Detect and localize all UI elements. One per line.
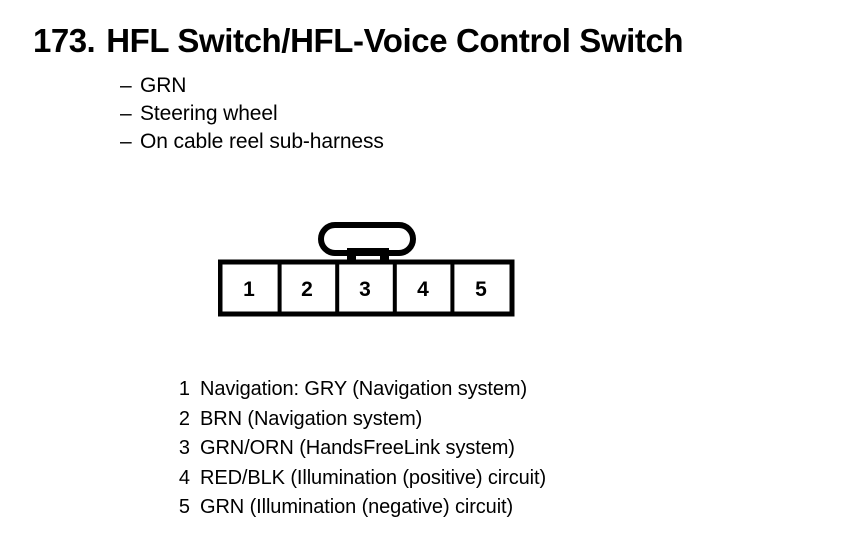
page-title: 173. HFL Switch/HFL-Voice Control Switch bbox=[33, 21, 684, 61]
cavity-label-5: 5 bbox=[475, 278, 487, 301]
cavity-label-3: 3 bbox=[359, 278, 371, 301]
subtitle-item: – GRN bbox=[120, 72, 384, 100]
subtitle-item: – Steering wheel bbox=[120, 100, 384, 128]
cavity-label-1: 1 bbox=[243, 278, 255, 301]
cavity-divider bbox=[392, 264, 397, 312]
pin-description: Navigation: GRY (Navigation system) bbox=[200, 378, 528, 400]
pin-description: GRN (Illumination (negative) circuit) bbox=[200, 496, 514, 518]
tab-stem-bridge bbox=[347, 248, 389, 254]
pin-legend-row: 2 BRN (Navigation system) bbox=[166, 405, 546, 435]
connector-housing bbox=[218, 259, 515, 317]
cavity-divider bbox=[335, 264, 340, 312]
subtitle-label: GRN bbox=[140, 74, 187, 97]
dash-icon: – bbox=[120, 130, 132, 153]
pin-legend-row: 5 GRN (Illumination (negative) circuit) bbox=[166, 493, 546, 523]
pin-number: 5 bbox=[178, 496, 190, 518]
tab-stem-right bbox=[380, 248, 389, 265]
page-title-text: HFL Switch/HFL-Voice Control Switch bbox=[106, 22, 684, 59]
dash-icon: – bbox=[120, 102, 132, 125]
cavity-label-2: 2 bbox=[301, 278, 313, 301]
subtitle-list: – GRN – Steering wheel – On cable reel s… bbox=[120, 72, 384, 156]
pin-number: 1 bbox=[178, 378, 190, 400]
pin-description: RED/BLK (Illumination (positive) circuit… bbox=[200, 466, 546, 489]
dash-icon: – bbox=[120, 74, 132, 97]
pin-number: 4 bbox=[178, 466, 190, 489]
page-title-number: 173. bbox=[33, 22, 96, 59]
cavity-divider bbox=[450, 264, 455, 312]
pin-description: BRN (Navigation system) bbox=[200, 407, 423, 430]
pin-description: GRN/ORN (HandsFreeLink system) bbox=[200, 437, 515, 459]
subtitle-label: Steering wheel bbox=[140, 102, 278, 125]
subtitle-label: On cable reel sub-harness bbox=[140, 130, 384, 153]
pin-legend: 1 Navigation: GRY (Navigation system) 2 … bbox=[166, 375, 546, 523]
connector-diagram: 1 2 3 4 5 bbox=[218, 220, 518, 320]
pin-number: 3 bbox=[178, 437, 190, 459]
tab-stem-left bbox=[347, 248, 356, 265]
pin-legend-row: 3 GRN/ORN (HandsFreeLink system) bbox=[166, 434, 546, 464]
pin-number: 2 bbox=[178, 407, 190, 430]
cavity-divider bbox=[277, 264, 282, 312]
pin-legend-row: 1 Navigation: GRY (Navigation system) bbox=[166, 375, 546, 405]
subtitle-item: – On cable reel sub-harness bbox=[120, 128, 384, 156]
pin-legend-row: 4 RED/BLK (Illumination (positive) circu… bbox=[166, 464, 546, 494]
cavity-label-4: 4 bbox=[417, 278, 429, 301]
